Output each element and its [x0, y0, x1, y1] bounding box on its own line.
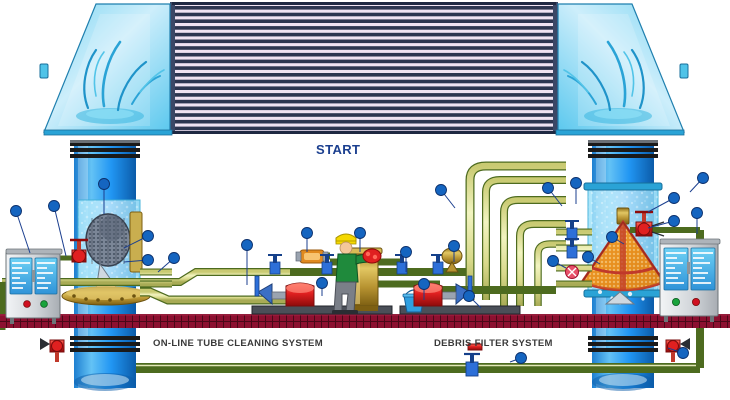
callout-marker — [48, 200, 67, 257]
control-cabinet-right[interactable] — [659, 238, 721, 322]
callout-marker — [10, 205, 31, 254]
callout-marker — [542, 182, 563, 207]
gate-valve — [565, 220, 579, 241]
callout-marker — [547, 255, 567, 269]
relief-valve-right — [565, 265, 579, 279]
callout-marker — [689, 172, 709, 193]
ball-collector-column — [61, 140, 151, 391]
callout-marker — [606, 231, 625, 245]
y-strainer — [441, 247, 463, 273]
callout-marker — [123, 254, 154, 266]
ball-injection-valve — [70, 238, 88, 263]
callout-marker — [667, 347, 689, 359]
callout-marker — [123, 230, 154, 249]
callout-marker — [463, 290, 482, 309]
debris-filter-system-label: DEBRIS FILTER SYSTEM — [434, 338, 553, 349]
callout-marker — [400, 246, 412, 272]
callout-marker — [570, 177, 582, 204]
drain-valve-left — [40, 338, 65, 362]
valve-assemblies — [40, 210, 690, 377]
gate-valve — [565, 238, 579, 259]
inlet-waterbox — [39, 3, 173, 136]
callout-marker — [582, 251, 601, 265]
gate-valve — [268, 254, 282, 275]
callout-marker — [98, 178, 110, 214]
operator-figure — [332, 233, 382, 314]
online-tube-cleaning-system-label: ON-LINE TUBE CLEANING SYSTEM — [153, 338, 323, 349]
isolation-valve-bottom — [464, 343, 483, 377]
callout-marker — [509, 352, 527, 364]
center-equipment-skid — [251, 233, 521, 315]
callout-marker — [354, 227, 366, 252]
callout-marker — [448, 240, 460, 262]
debris-filter-column — [580, 140, 666, 391]
outlet-waterbox — [555, 3, 689, 136]
callout-marker — [316, 277, 328, 296]
callout-marker — [301, 227, 313, 252]
callout-marker — [691, 207, 703, 234]
callout-marker — [418, 278, 430, 300]
recirculation-pump-left — [254, 275, 315, 307]
control-cabinet-left[interactable] — [5, 248, 63, 324]
callout-marker — [435, 184, 456, 209]
condenser-tube-bundle — [170, 2, 558, 134]
gate-valve — [320, 254, 334, 275]
callout-marker — [157, 252, 180, 273]
inline-ball-monitor — [295, 249, 329, 264]
control-valve-right — [635, 210, 665, 237]
callout-marker — [647, 192, 680, 213]
callout-marker — [647, 215, 680, 229]
start-label: START — [316, 142, 361, 157]
callout-markers[interactable] — [10, 172, 709, 364]
brick-foundation — [0, 314, 730, 328]
callout-marker — [241, 239, 253, 285]
